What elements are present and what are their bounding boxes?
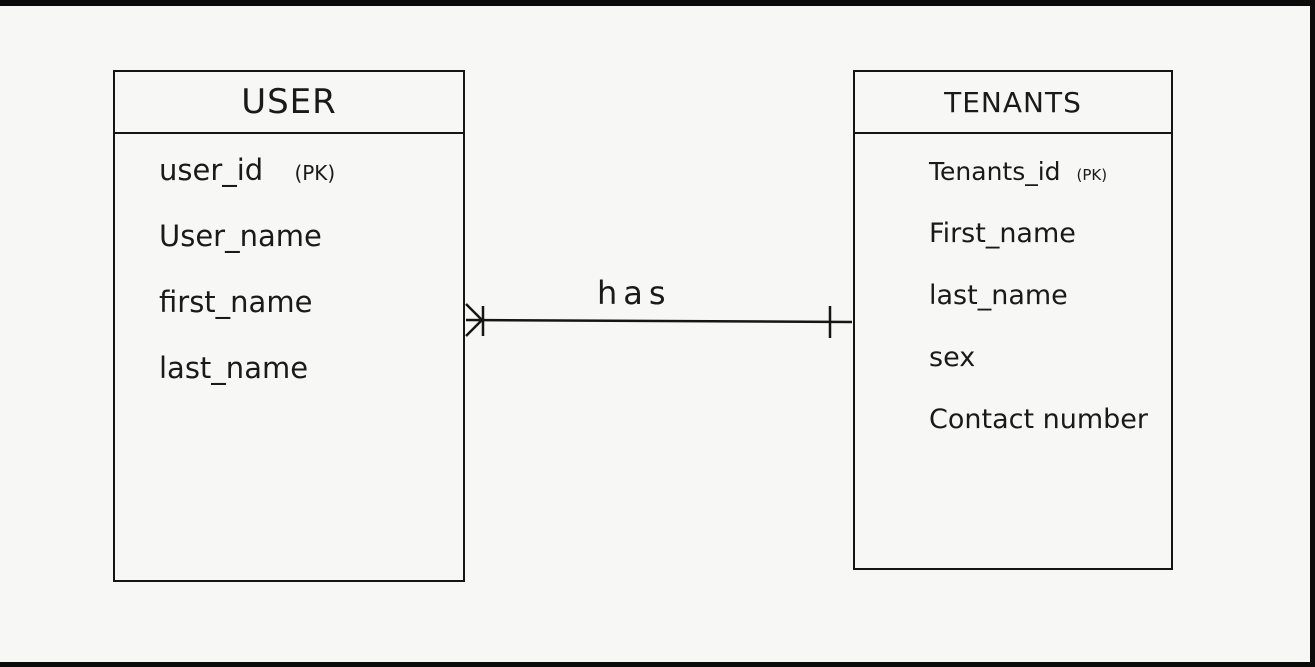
attribute-name: last_name: [929, 280, 1068, 311]
entity-title: USER: [115, 72, 463, 134]
relationship-connector: [465, 303, 853, 338]
attribute-item: Tenants_id (PK): [929, 152, 1171, 214]
attribute-name: Contact number: [929, 404, 1149, 435]
attribute-item: User_name: [159, 216, 463, 282]
attribute-name: sex: [929, 342, 976, 373]
attribute-item: first_name: [159, 282, 463, 348]
attribute-list: user_id (PK) User_name first_name last_n…: [115, 134, 463, 414]
attribute-name: user_id: [159, 153, 264, 187]
entity-user: USER user_id (PK) User_name first_name l…: [113, 70, 465, 582]
er-diagram-canvas: has USER user_id (PK) User_name first_na…: [0, 6, 1310, 662]
relationship-line: [465, 318, 853, 324]
relationship-label: has: [597, 274, 672, 312]
attribute-list: Tenants_id (PK) First_name last_name sex…: [855, 134, 1171, 462]
attribute-item: last_name: [159, 348, 463, 414]
attribute-item: First_name: [929, 214, 1171, 276]
attribute-item: user_id (PK): [159, 150, 463, 216]
attribute-item: sex: [929, 338, 1171, 400]
crows-foot-many-marker: [465, 303, 485, 337]
attribute-item: last_name: [929, 276, 1171, 338]
primary-key-tag: (PK): [1076, 166, 1108, 184]
entity-title: TENANTS: [855, 72, 1171, 134]
attribute-name: User_name: [159, 219, 322, 253]
attribute-item: Contact number: [929, 400, 1171, 462]
entity-tenants: TENANTS Tenants_id (PK) First_name last_…: [853, 70, 1173, 570]
attribute-name: last_name: [159, 351, 309, 385]
attribute-name: Tenants_id: [929, 157, 1061, 186]
primary-key-tag: (PK): [294, 161, 336, 185]
attribute-name: First_name: [929, 218, 1076, 249]
attribute-name: first_name: [159, 285, 313, 319]
